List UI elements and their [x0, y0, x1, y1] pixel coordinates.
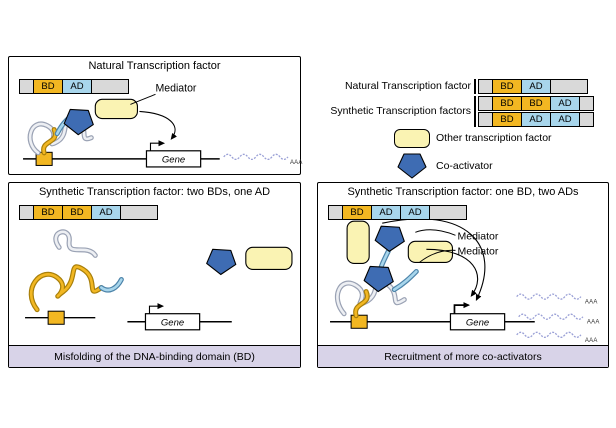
legend-synthetic-tf-label: Synthetic Transcription factors	[330, 105, 471, 117]
activation-arrow	[139, 110, 178, 140]
legend-other-tf-label: Other transcription factor	[436, 132, 552, 144]
linker-segment	[478, 79, 493, 94]
co-activator-shape-2	[363, 265, 394, 293]
natural-panel-art: Gene AAA Mediator	[23, 82, 303, 168]
one-bd-panel-art: Mediator Mediator Gene AAA AAA AAA	[330, 218, 600, 344]
misfolded-protein-tangle	[28, 229, 124, 313]
panel-title: Natural Transcription factor	[88, 60, 221, 72]
linker-segment	[19, 205, 34, 220]
linker-segment	[91, 79, 129, 94]
linker-segment	[120, 205, 158, 220]
linker-segment	[19, 79, 34, 94]
panel-synthetic-one-bd: Mediator Mediator Gene AAA AAA AAA Synth…	[317, 182, 609, 368]
dna-binding-site	[350, 314, 368, 329]
dna-binding-site	[47, 310, 65, 325]
domain-segment-bd: BD	[492, 112, 522, 127]
activation-arrow-2	[426, 248, 479, 297]
mrna-polya-label-2: AAA	[587, 320, 600, 326]
mediator-pointer-line	[130, 93, 156, 105]
gene-box	[449, 313, 506, 331]
legend-natural-bracket	[474, 79, 476, 94]
domain-segment-ad: AD	[521, 79, 551, 94]
other-transcription-factor-icon	[394, 129, 430, 148]
domain-segment-bd: BD	[342, 205, 372, 220]
domain-segment-ad: AD	[62, 79, 92, 94]
domain-segment-bd: BD	[492, 96, 522, 111]
domain-segment-ad: AD	[91, 205, 121, 220]
co-activator-icon	[397, 153, 427, 179]
gene-label: Gene	[162, 154, 185, 165]
domain-segment-bd: BD	[33, 79, 63, 94]
gene-box	[144, 313, 201, 331]
panel-synthetic-two-bds: Gene Synthetic Transcription factor: two…	[8, 182, 301, 368]
transcription-start-arrow	[149, 140, 166, 151]
linker-segment	[579, 96, 594, 111]
linker-segment	[328, 205, 343, 220]
other-transcription-factor-shape	[94, 98, 138, 120]
other-transcription-factor-shape-vertical	[346, 220, 370, 264]
domain-segment-ad: AD	[400, 205, 430, 220]
linker-segment	[429, 205, 467, 220]
mediator-label-2: Mediator	[457, 245, 498, 257]
mediator-pointer-line-2	[419, 249, 456, 263]
mrna-polya-label-3: AAA	[585, 338, 598, 344]
mrna-squiggle-1	[516, 293, 582, 300]
mrna-polya-label-1: AAA	[585, 300, 598, 306]
legend-synthetic-bracket	[474, 96, 476, 127]
domain-segment-ad: AD	[550, 112, 580, 127]
other-transcription-factor-shape	[245, 246, 293, 271]
mrna-squiggle	[223, 153, 289, 161]
linker-segment	[478, 96, 493, 111]
panel-caption: Recruitment of more co-activators	[318, 345, 608, 367]
co-activator-shape	[397, 153, 427, 179]
domain-segment-bd: BD	[33, 205, 63, 220]
domain-segment-bd: BD	[62, 205, 92, 220]
co-activator-shape	[63, 108, 94, 136]
panel-natural-transcription-factor: Gene AAA Mediator Natural Transcription …	[8, 56, 303, 175]
linker-segment	[579, 112, 594, 127]
mediator-label: Mediator	[156, 82, 197, 94]
domain-segment-ad: AD	[371, 205, 401, 220]
mediator-label-1: Mediator	[457, 230, 498, 242]
other-transcription-factor-shape-horizontal	[407, 240, 454, 263]
domain-segment-bd: BD	[492, 79, 522, 94]
gene-box	[145, 150, 202, 168]
co-activator-shape-1	[374, 225, 405, 252]
panel-title: Synthetic Transcription factor: one BD, …	[347, 186, 579, 198]
transcription-start-arrow	[453, 302, 471, 314]
domain-segment-bd: BD	[521, 96, 551, 111]
two-bds-panel-art: Gene	[25, 229, 293, 331]
panel-title: Synthetic Transcription factor: two BDs,…	[38, 186, 271, 198]
domain-segment-ad: AD	[550, 96, 580, 111]
linker-segment	[478, 112, 493, 127]
mrna-polya-label: AAA	[290, 160, 303, 166]
mrna-squiggle-2	[518, 313, 584, 320]
legend-co-activator-label: Co-activator	[436, 160, 493, 172]
synthetic-tf-protein-tangle	[334, 248, 419, 319]
gene-label: Gene	[466, 317, 489, 328]
gene-label: Gene	[161, 317, 184, 328]
panel-caption: Misfolding of the DNA-binding domain (BD…	[9, 345, 300, 367]
mediator-pointer-line-1	[415, 229, 456, 236]
mrna-squiggle-3	[516, 331, 582, 338]
domain-segment-ad: AD	[521, 112, 551, 127]
co-activator-shape	[206, 248, 237, 276]
linker-segment	[550, 79, 588, 94]
transcription-start-arrow	[148, 303, 165, 314]
legend-natural-tf-label: Natural Transcription factor	[344, 80, 471, 92]
